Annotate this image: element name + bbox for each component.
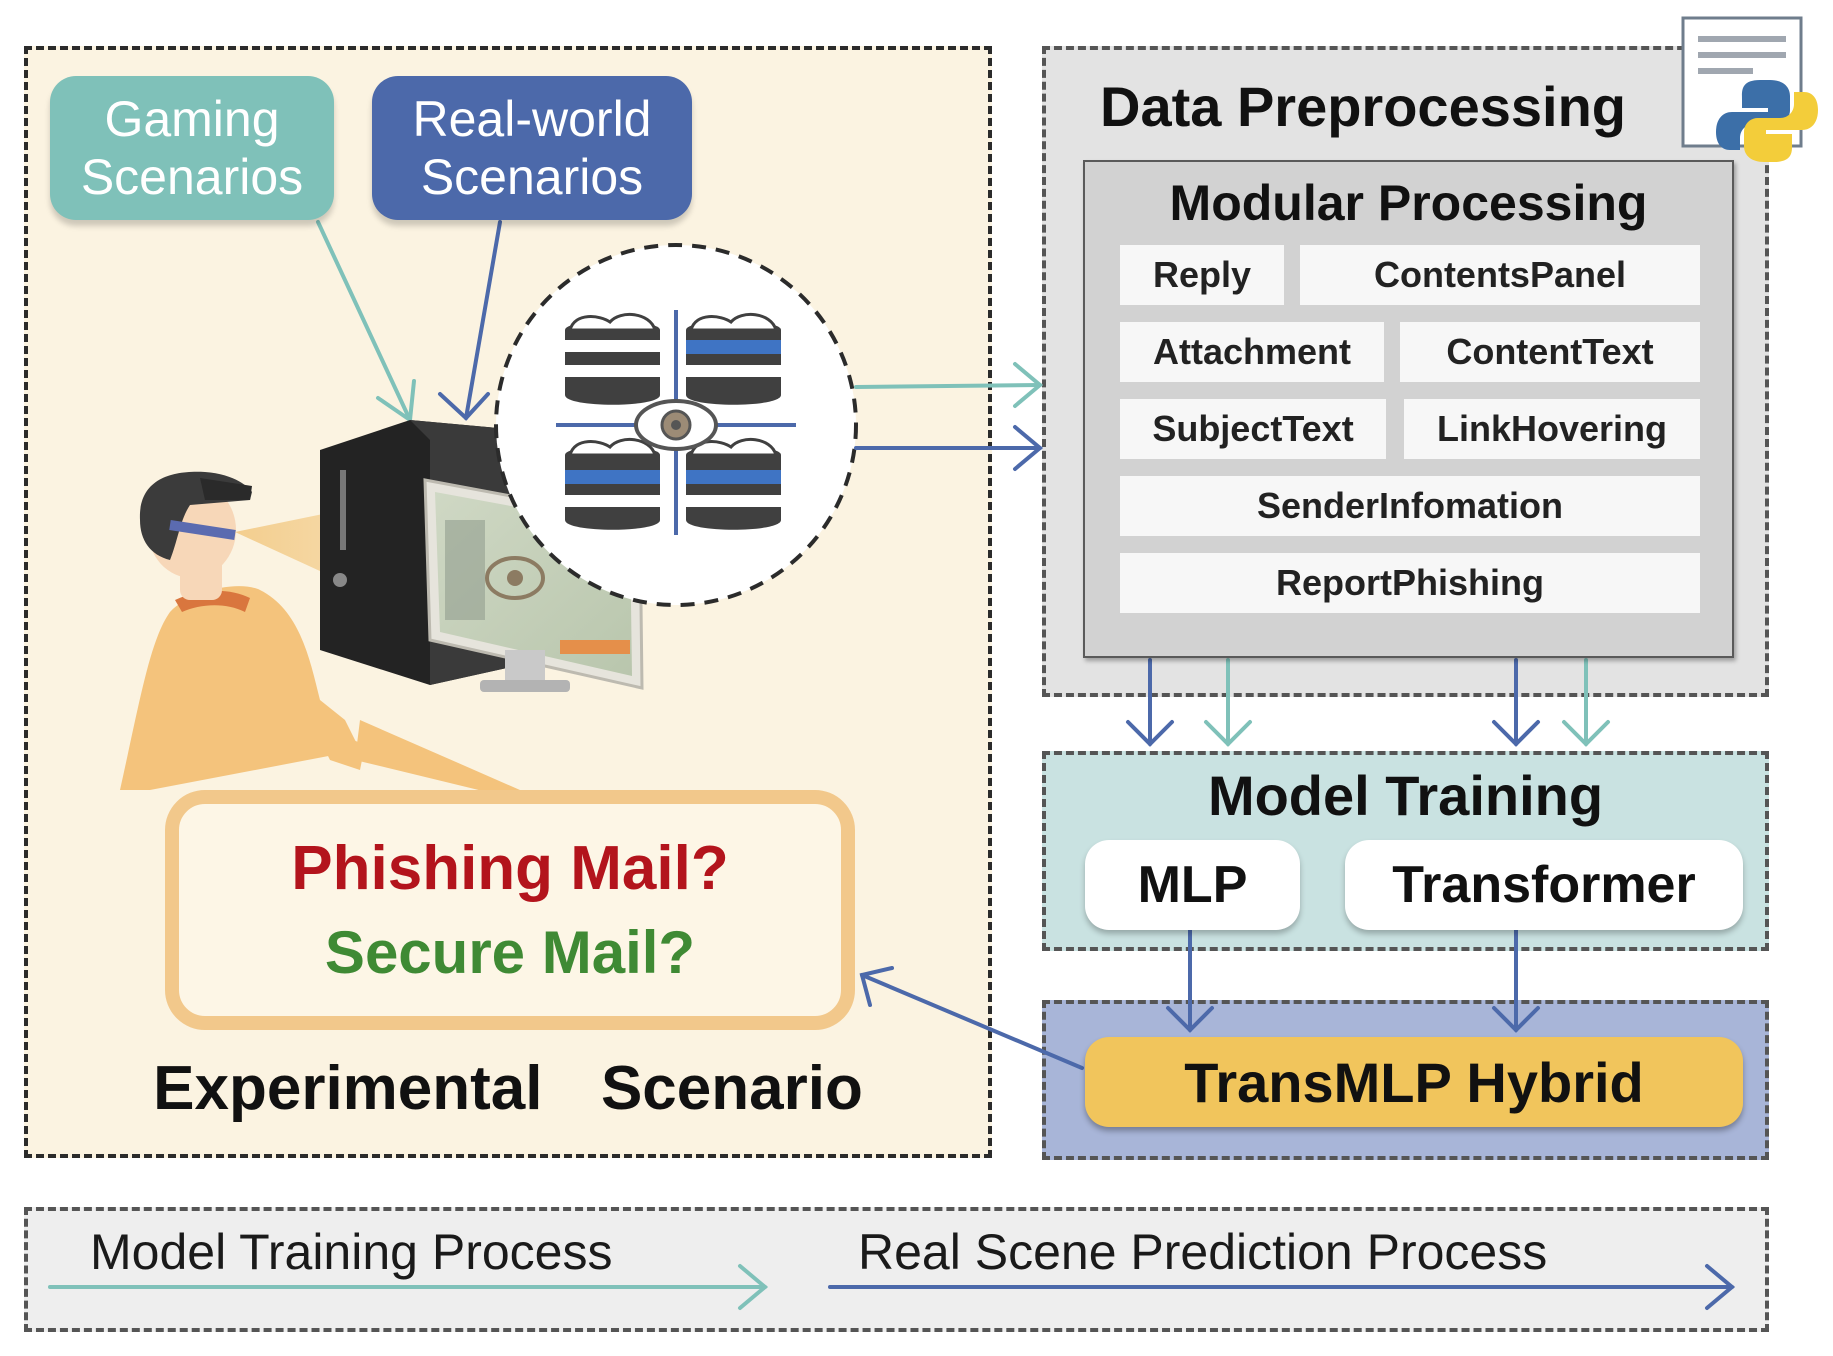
transformer-to-hybrid-arrow <box>1492 928 1540 1033</box>
database-icon <box>565 312 660 405</box>
realworld-scenarios-label: Real-world Scenarios <box>412 91 652 205</box>
mlp-box: MLP <box>1085 840 1300 930</box>
gaming-scenarios-label: Gaming Scenarios <box>80 91 304 205</box>
blue-arrow-to-preprocessing <box>854 425 1044 471</box>
module-content-text: ContentText <box>1400 322 1700 382</box>
teal-arrow-to-transformer <box>1562 658 1610 747</box>
prediction-arrow <box>859 966 1084 1070</box>
secure-mail-question: Secure Mail? <box>324 919 696 986</box>
eye-icon <box>634 399 718 451</box>
teal-arrow-to-preprocessing <box>854 362 1044 408</box>
module-attachment: Attachment <box>1120 322 1384 382</box>
legend-panel <box>24 1207 1769 1332</box>
python-file-icon <box>1681 16 1818 162</box>
experimental-scenario-title: Experimental Scenario <box>153 1053 863 1123</box>
transformer-box: Transformer <box>1345 840 1743 930</box>
legend-blue-arrow <box>828 1264 1736 1310</box>
module-contents-panel: ContentsPanel <box>1300 245 1700 305</box>
legend-training-label: Model Training Process <box>90 1224 613 1280</box>
teal-arrow-to-mlp <box>1204 658 1252 747</box>
blue-arrow-to-mlp <box>1126 658 1174 747</box>
model-training-title: Model Training <box>1207 763 1604 827</box>
speech-bubble: Phishing Mail? Secure Mail? <box>165 790 855 1030</box>
gaming-scenarios-box: Gaming Scenarios <box>50 76 334 220</box>
database-icon <box>686 312 781 405</box>
phishing-mail-question: Phishing Mail? <box>291 834 729 903</box>
legend-prediction-label: Real Scene Prediction Process <box>858 1224 1548 1280</box>
data-collection-circle <box>494 243 858 607</box>
legend-teal-arrow <box>48 1264 769 1310</box>
transmlp-hybrid-box: TransMLP Hybrid <box>1085 1037 1743 1127</box>
module-reply: Reply <box>1120 245 1284 305</box>
data-preprocessing-title: Data Preprocessing <box>1100 75 1626 138</box>
person-illustration <box>120 471 520 800</box>
database-icon <box>686 437 781 530</box>
blue-arrow-to-transformer <box>1492 658 1540 747</box>
modular-processing-title: Modular Processing <box>1169 175 1648 231</box>
module-sender-information: SenderInfomation <box>1120 476 1700 536</box>
module-link-hovering: LinkHovering <box>1404 399 1700 459</box>
realworld-scenarios-box: Real-world Scenarios <box>372 76 692 220</box>
gaming-arrow <box>316 220 416 424</box>
database-icon <box>565 437 660 530</box>
mlp-to-hybrid-arrow <box>1166 928 1214 1033</box>
realworld-arrow <box>438 220 502 421</box>
module-subject-text: SubjectText <box>1120 399 1386 459</box>
module-report-phishing: ReportPhishing <box>1120 553 1700 613</box>
